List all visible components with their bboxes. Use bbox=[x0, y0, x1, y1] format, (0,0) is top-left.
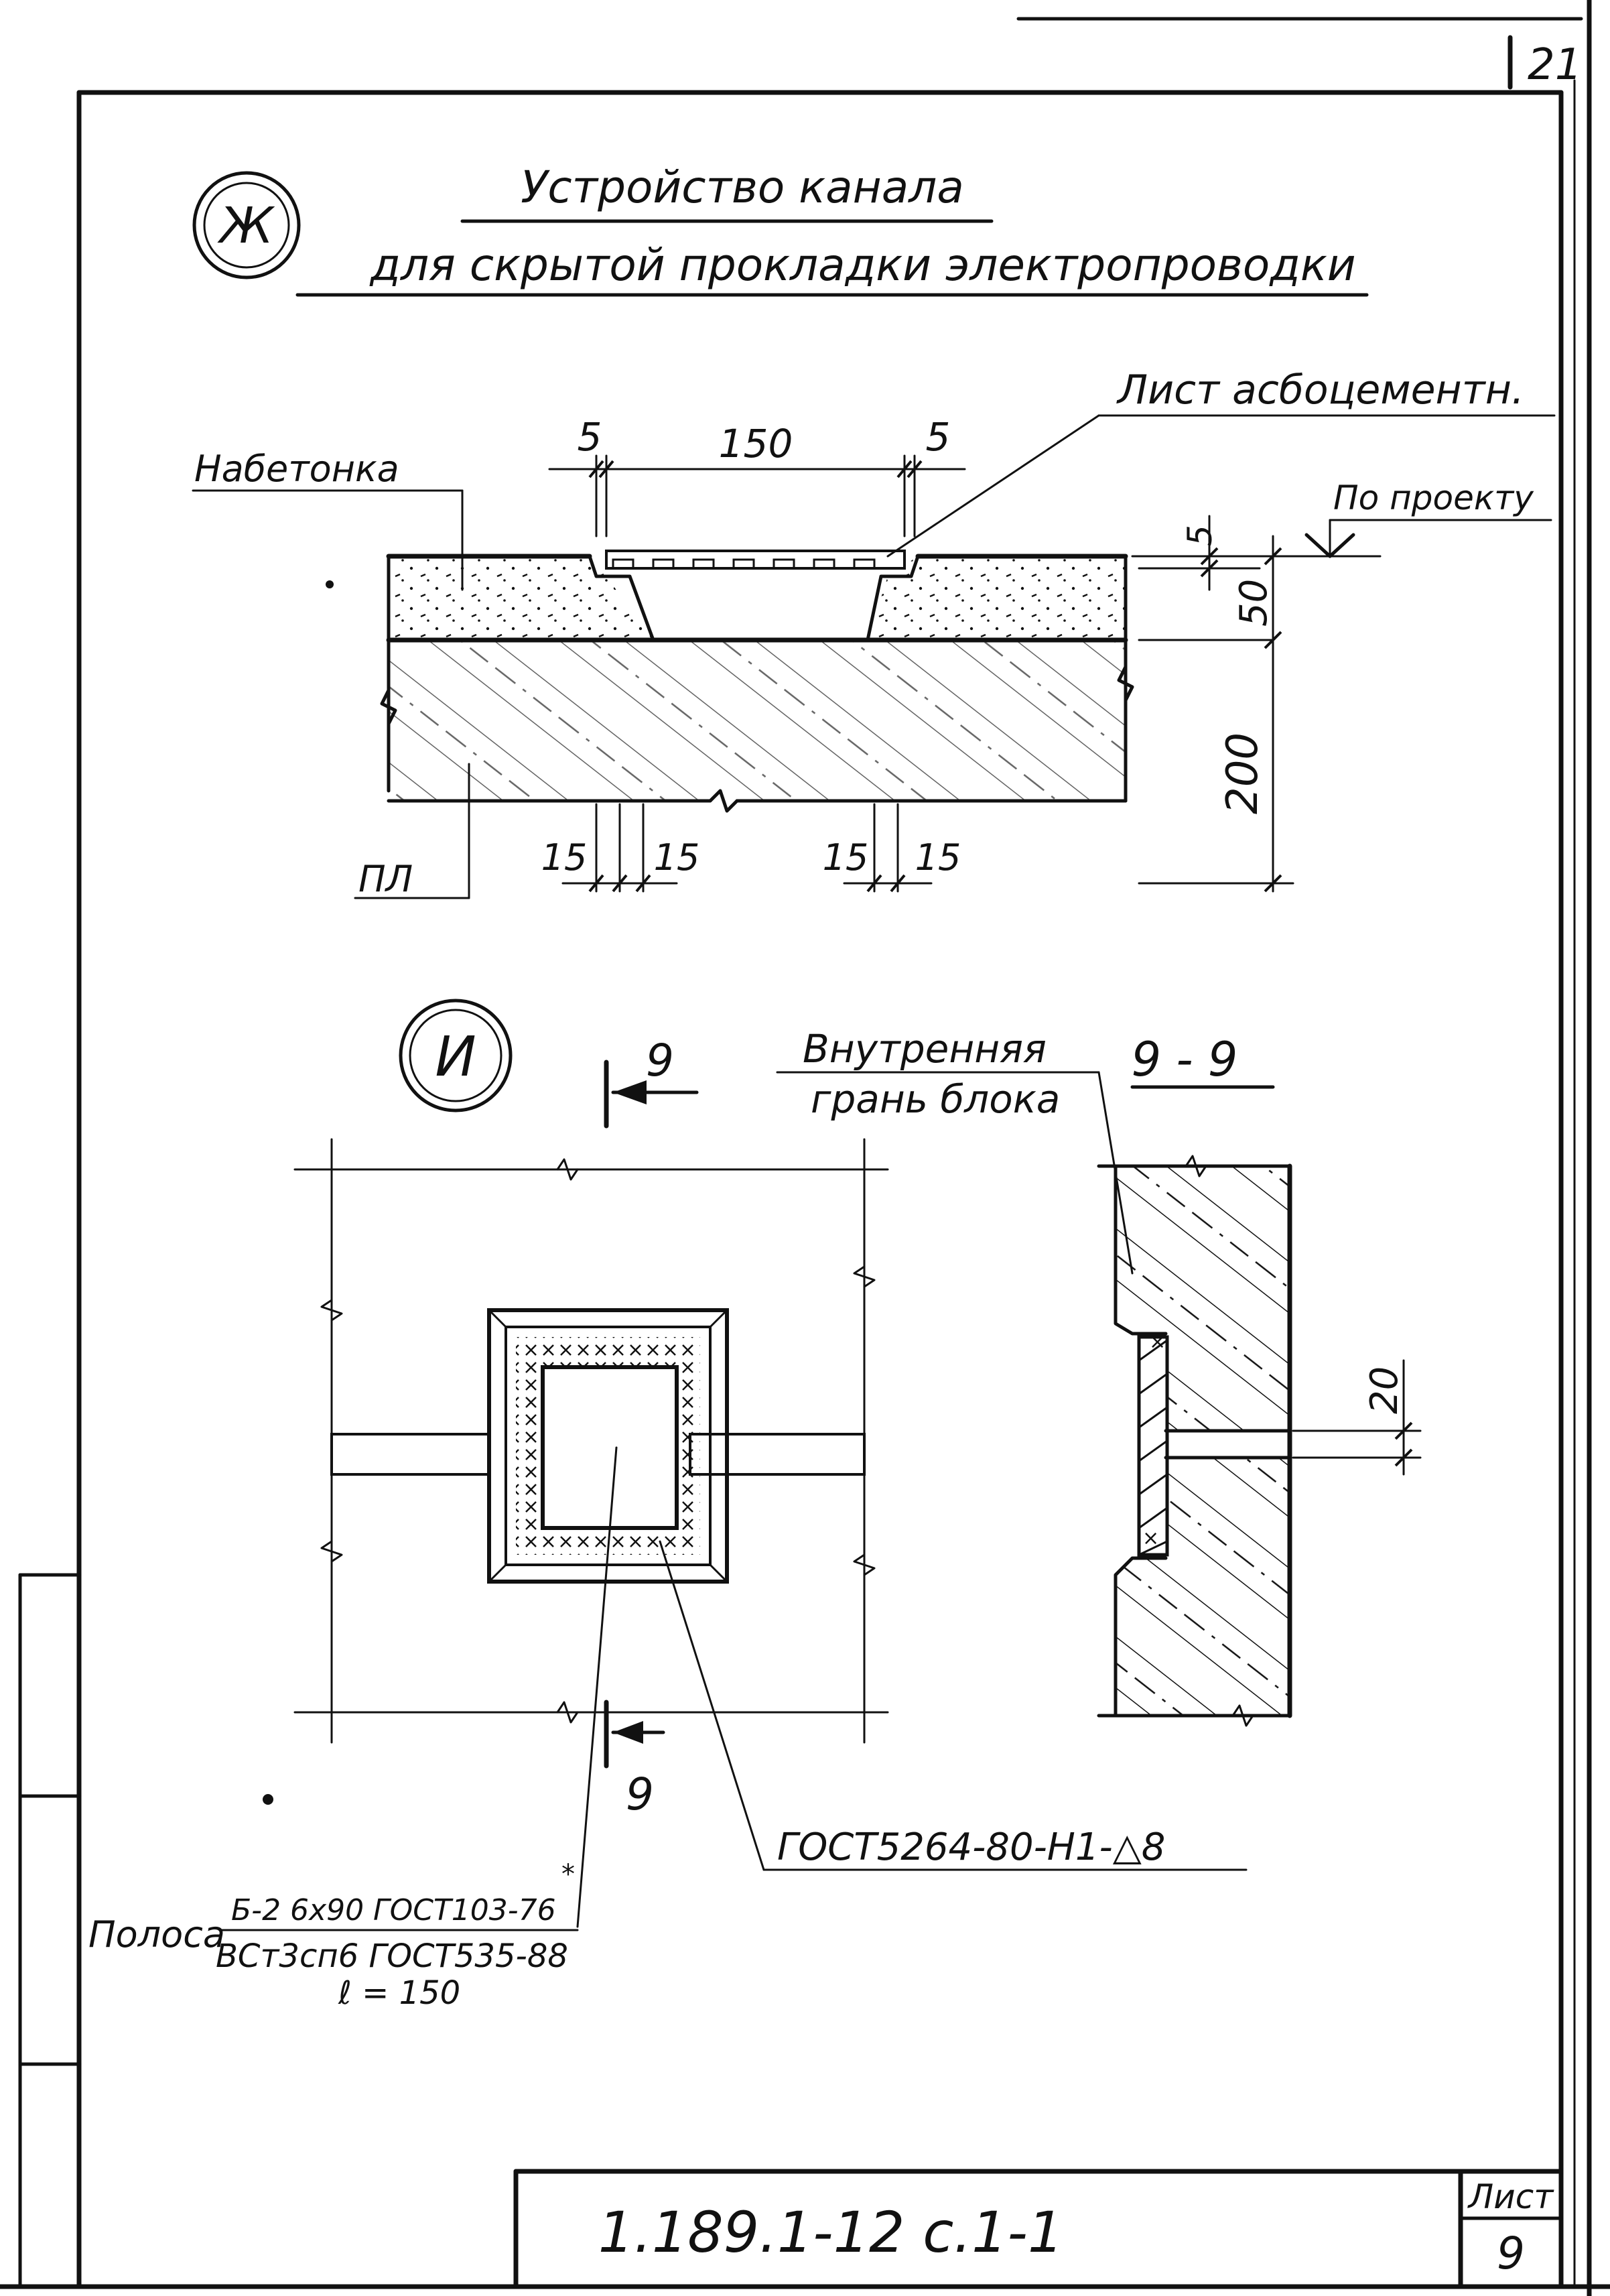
callout-i-letter: И bbox=[435, 1025, 476, 1089]
dim-slab-200: 200 bbox=[1218, 732, 1268, 814]
dim-joint-gap: 20 bbox=[1363, 1366, 1406, 1414]
strip-label: Полоса bbox=[88, 1913, 225, 1956]
svg-text:×: × bbox=[1149, 1330, 1166, 1354]
sheet-number: 9 bbox=[1497, 2228, 1525, 2279]
dim-gap-left: 5 bbox=[578, 414, 602, 460]
dim-gap-right: 5 bbox=[926, 414, 951, 460]
dim-joint-20 bbox=[1292, 1359, 1422, 1476]
section-mark-top bbox=[604, 1060, 699, 1129]
strip-asterisk: * bbox=[561, 1859, 575, 1890]
callout-i-marker: И bbox=[399, 999, 513, 1112]
strip-spec-line3: ℓ = 150 bbox=[338, 1974, 460, 2012]
callout-zh-letter: Ж bbox=[217, 197, 275, 255]
label-asbestos-sheet: Лист асбоцементн. bbox=[1116, 367, 1524, 413]
svg-text:×: × bbox=[1142, 1527, 1159, 1550]
dim-sheet-5: 5 bbox=[1181, 525, 1219, 546]
corner-number: 21 bbox=[1528, 40, 1582, 90]
dim-bevel-c: 15 bbox=[823, 836, 869, 879]
strip-spec-line1: Б-2 6х90 ГОСТ103-76 bbox=[231, 1893, 556, 1927]
strip-spec-line2: ВСт3сп6 ГОСТ535-88 bbox=[216, 1937, 568, 1975]
label-topping: Набетонка bbox=[194, 448, 399, 490]
label-inner-face-line2: грань блока bbox=[811, 1076, 1060, 1122]
section-mark-bottom-number: 9 bbox=[626, 1769, 654, 1820]
label-slab: ПЛ bbox=[358, 858, 413, 900]
channel-title-line1: Устройство канала bbox=[521, 162, 964, 213]
dim-channel-150: 150 bbox=[719, 421, 793, 466]
section-mark-top-number: 9 bbox=[646, 1035, 674, 1086]
title-block bbox=[513, 2169, 1564, 2289]
dim-channel-width bbox=[548, 454, 966, 537]
plan-view bbox=[293, 1138, 889, 1744]
channel-title-line2: для скрытой прокладки электропроводки bbox=[369, 239, 1355, 291]
dim-bevel-a: 15 bbox=[541, 836, 588, 879]
section-title: 9 - 9 bbox=[1132, 1032, 1238, 1087]
dim-vertical-right bbox=[1138, 515, 1294, 893]
dim-bevel-d: 15 bbox=[915, 836, 961, 879]
weld-note: ГОСТ5264-80-Н1-△8 bbox=[777, 1826, 1165, 1869]
label-per-project: По проекту bbox=[1333, 479, 1534, 517]
callout-zh-marker: Ж bbox=[192, 171, 301, 279]
sheet-label: Лист bbox=[1467, 2177, 1555, 2216]
channel-section bbox=[380, 550, 1134, 813]
dim-topping-50: 50 bbox=[1232, 579, 1276, 627]
document-code: 1.189.1-12 с.1-1 bbox=[598, 2199, 1064, 2265]
label-inner-face-line1: Внутренняя bbox=[803, 1026, 1047, 1072]
section-9-9: × × bbox=[1097, 1155, 1292, 1727]
dim-bevel-b: 15 bbox=[654, 836, 700, 879]
dim-bevels bbox=[561, 803, 933, 893]
